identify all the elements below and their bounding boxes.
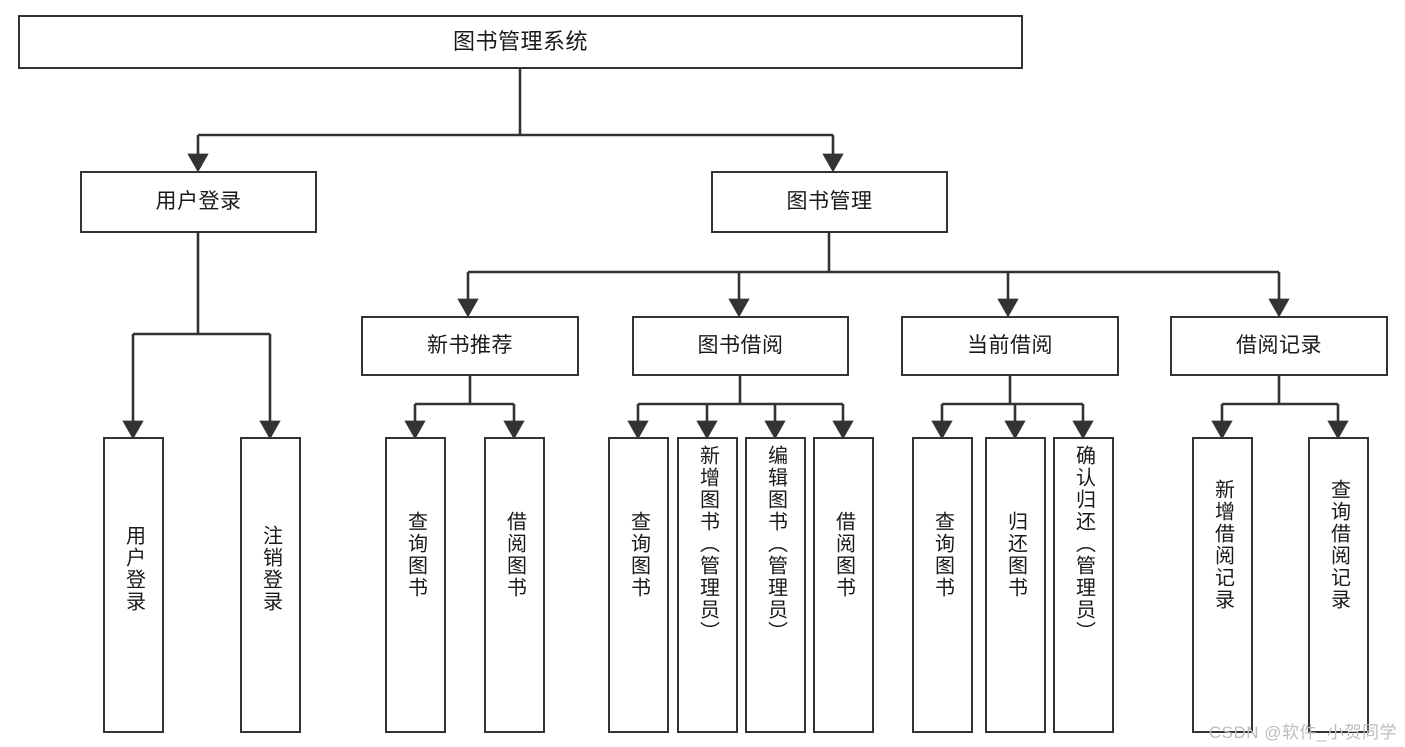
node-borrow-record-label: 借阅记录 — [1236, 334, 1322, 358]
node-new-book-recommend[interactable]: 新书推荐 — [361, 316, 579, 376]
node-leaf-add-borrow-record[interactable]: 新增借阅记录 — [1192, 437, 1253, 733]
node-leaf-edit-book-admin[interactable]: 编辑图书（管理员） — [745, 437, 806, 733]
node-current-borrow[interactable]: 当前借阅 — [901, 316, 1119, 376]
node-leaf-add-book-admin-label: 新增图书（管理员） — [696, 445, 719, 643]
node-leaf-edit-book-admin-label: 编辑图书（管理员） — [764, 445, 787, 643]
node-user-login[interactable]: 用户登录 — [80, 171, 317, 233]
node-root-label: 图书管理系统 — [452, 28, 588, 54]
node-leaf-user-login[interactable]: 用户登录 — [103, 437, 164, 733]
node-leaf-borrow-book-2-label: 借阅图书 — [832, 511, 855, 599]
node-leaf-query-book-1[interactable]: 查询图书 — [385, 437, 446, 733]
node-leaf-query-book-3[interactable]: 查询图书 — [912, 437, 973, 733]
node-leaf-add-borrow-record-label: 新增借阅记录 — [1211, 479, 1234, 611]
node-new-book-recommend-label: 新书推荐 — [427, 334, 513, 358]
node-leaf-logout-login[interactable]: 注销登录 — [240, 437, 301, 733]
node-leaf-borrow-book-1-label: 借阅图书 — [503, 511, 526, 599]
node-book-manage-label: 图书管理 — [786, 190, 873, 214]
node-leaf-query-book-2-label: 查询图书 — [627, 511, 650, 599]
node-leaf-query-book-3-label: 查询图书 — [931, 511, 954, 599]
node-root[interactable]: 图书管理系统 — [18, 15, 1023, 69]
node-leaf-query-book-1-label: 查询图书 — [404, 511, 427, 599]
node-leaf-borrow-book-1[interactable]: 借阅图书 — [484, 437, 545, 733]
node-book-borrow[interactable]: 图书借阅 — [632, 316, 849, 376]
node-borrow-record[interactable]: 借阅记录 — [1170, 316, 1388, 376]
node-leaf-return-book-label: 归还图书 — [1004, 511, 1027, 599]
node-leaf-query-borrow-record-label: 查询借阅记录 — [1327, 479, 1350, 611]
node-book-borrow-label: 图书借阅 — [697, 334, 784, 358]
node-current-borrow-label: 当前借阅 — [967, 334, 1053, 358]
node-leaf-confirm-return-admin-label: 确认归还（管理员） — [1072, 445, 1095, 643]
node-book-manage[interactable]: 图书管理 — [711, 171, 948, 233]
node-leaf-confirm-return-admin[interactable]: 确认归还（管理员） — [1053, 437, 1114, 733]
node-leaf-query-book-2[interactable]: 查询图书 — [608, 437, 669, 733]
node-leaf-query-borrow-record[interactable]: 查询借阅记录 — [1308, 437, 1369, 733]
node-leaf-user-login-label: 用户登录 — [122, 525, 145, 613]
node-leaf-borrow-book-2[interactable]: 借阅图书 — [813, 437, 874, 733]
node-leaf-add-book-admin[interactable]: 新增图书（管理员） — [677, 437, 738, 733]
csdn-watermark: CSDN @软件_小贺同学 — [1208, 723, 1397, 742]
node-user-login-label: 用户登录 — [155, 190, 242, 214]
node-leaf-return-book[interactable]: 归还图书 — [985, 437, 1046, 733]
node-leaf-logout-login-label: 注销登录 — [259, 525, 282, 613]
